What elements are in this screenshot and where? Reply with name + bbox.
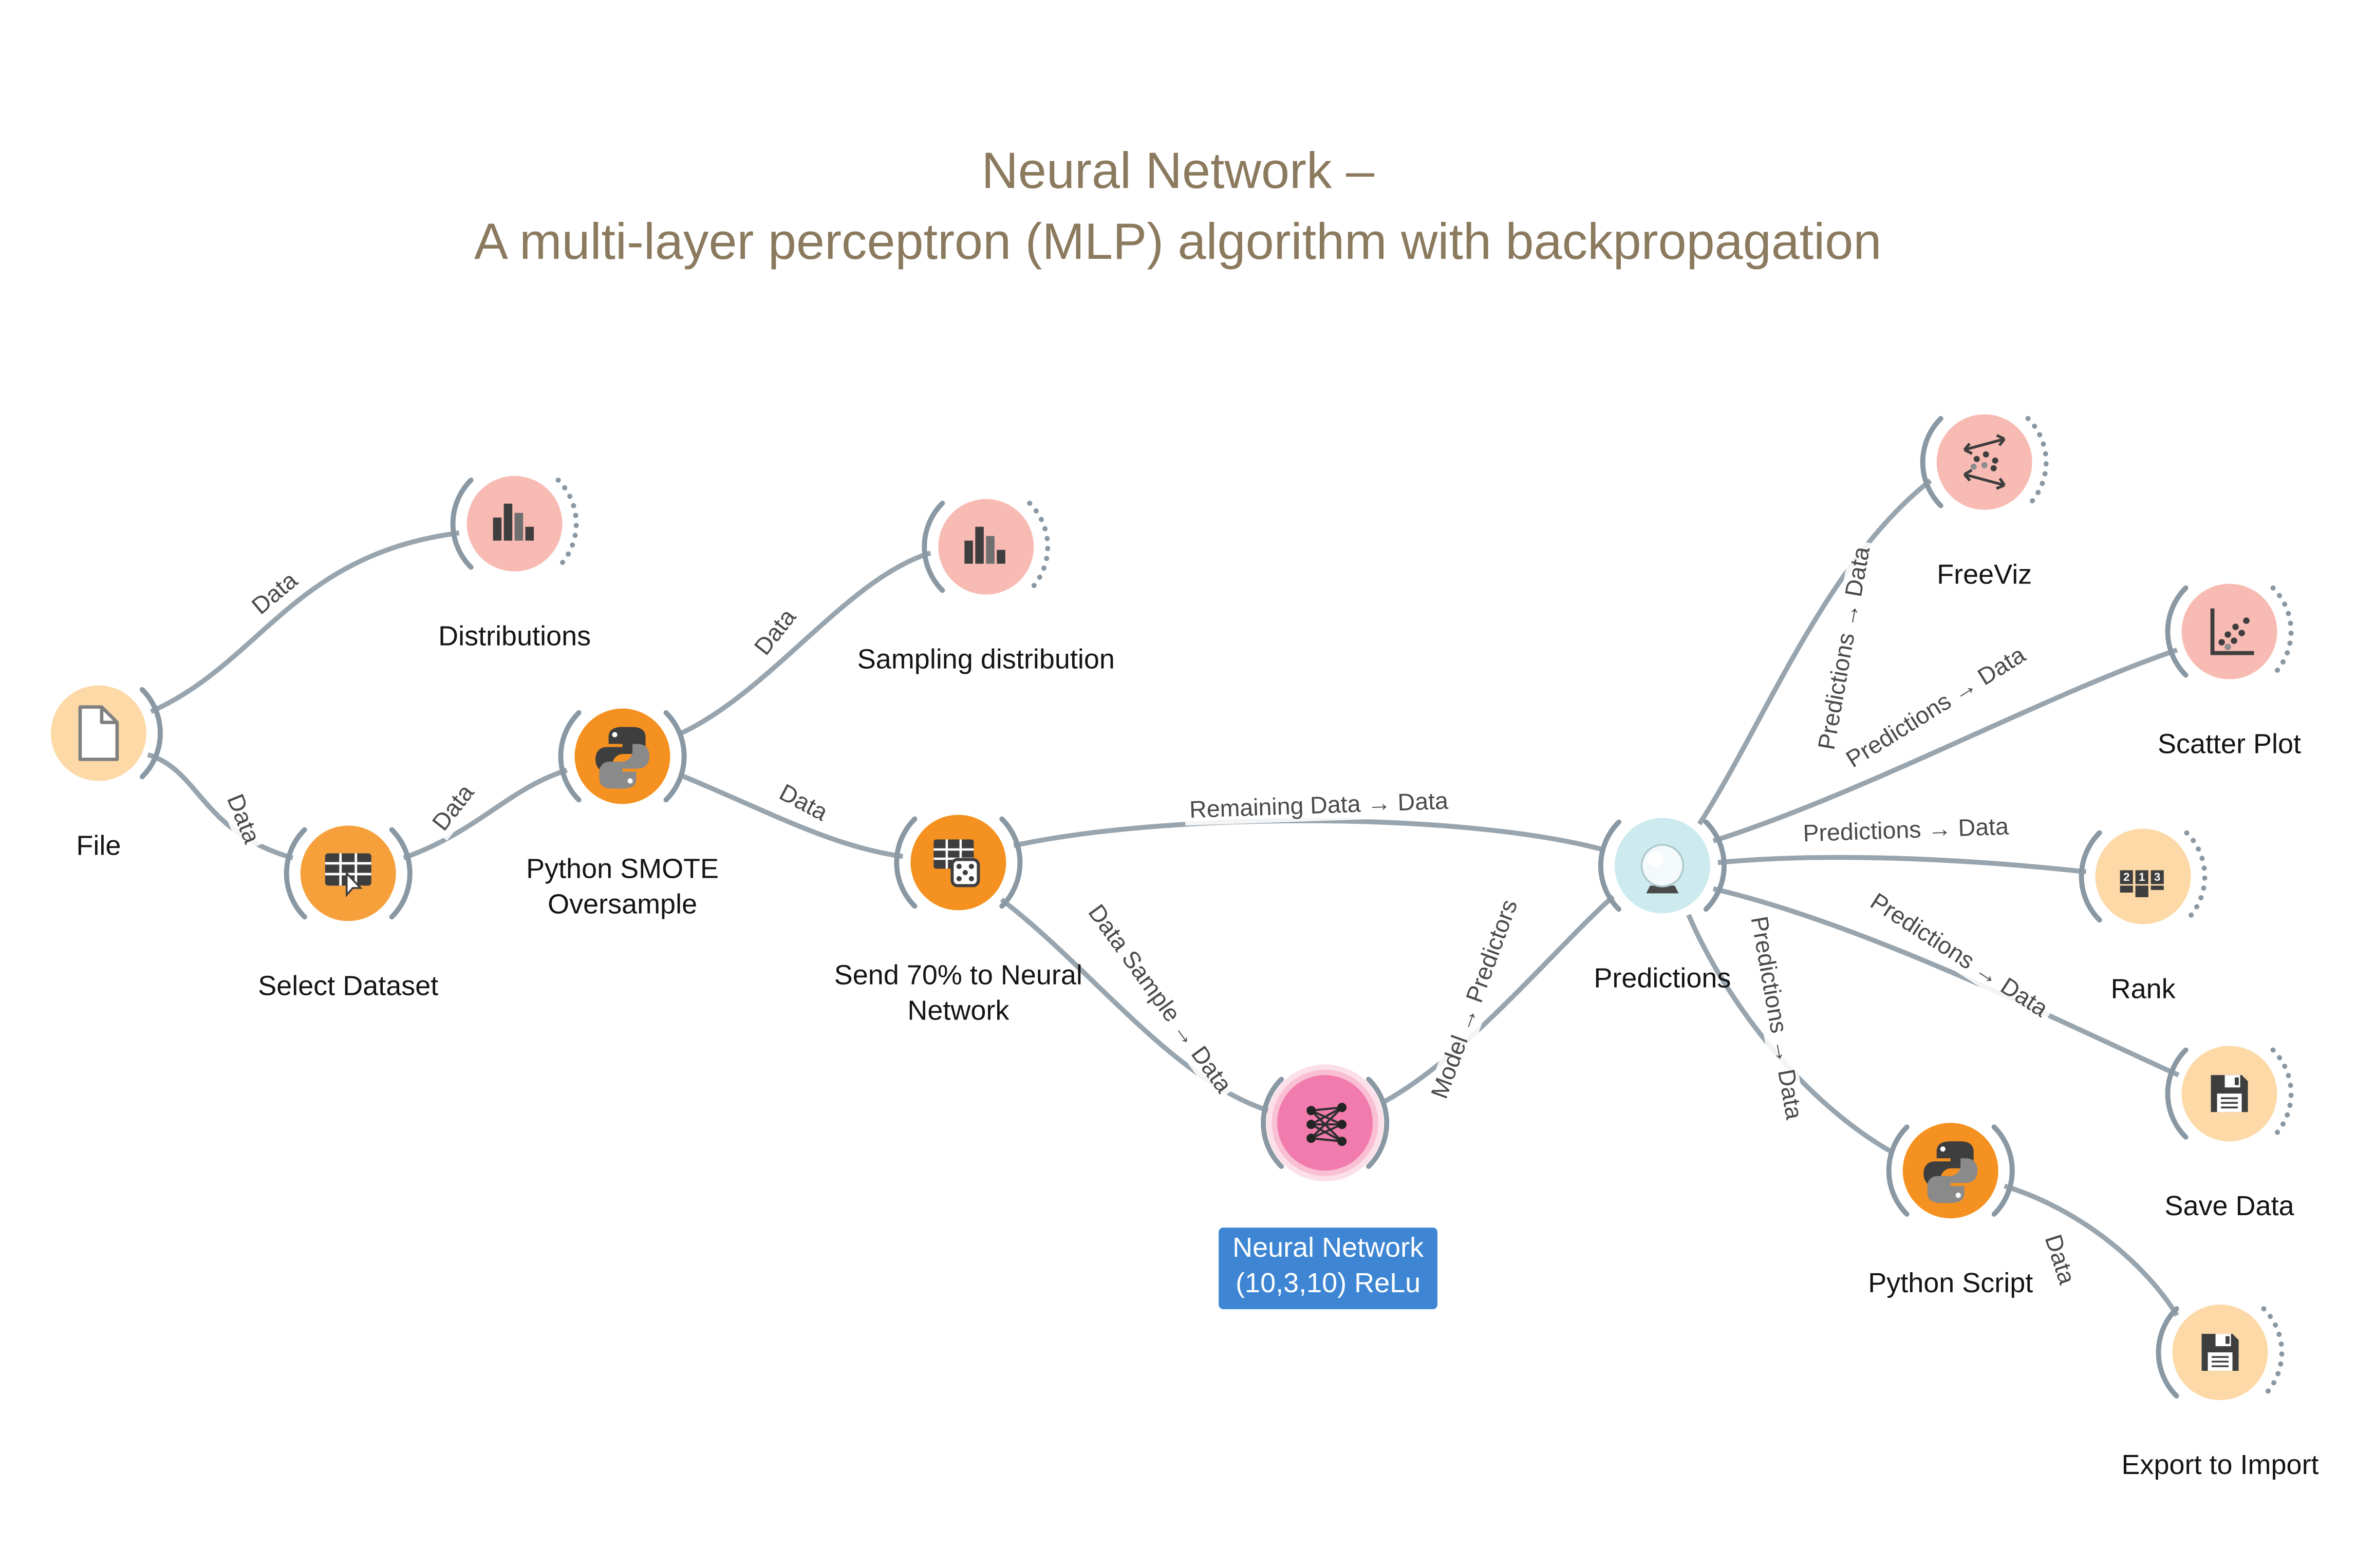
node-label-predictions: Predictions — [1594, 962, 1731, 994]
svg-text:3: 3 — [2154, 871, 2161, 883]
output-port[interactable] — [555, 477, 579, 570]
input-port[interactable] — [1261, 1076, 1284, 1169]
edge-predictions-to-rank[interactable] — [1717, 855, 2087, 875]
node-label-python-smote: Python SMOTE Oversample — [526, 853, 719, 920]
node-python-smote-oversample[interactable] — [553, 687, 692, 826]
floppy-icon — [2201, 1334, 2239, 1371]
output-port[interactable] — [1366, 1076, 1390, 1169]
node-label-neural-network-selected: Neural Network (10,3,10) ReLu — [1219, 1227, 1438, 1309]
input-port[interactable] — [2079, 830, 2102, 923]
crystal-ball-icon — [1640, 844, 1685, 894]
node-rank[interactable]: 2 1 3 — [2074, 807, 2213, 946]
node-scatter-plot[interactable] — [2160, 562, 2299, 701]
node-circle — [2181, 583, 2277, 679]
input-port[interactable] — [1886, 1124, 1910, 1217]
edge-python-script-to-export[interactable] — [2004, 1183, 2179, 1317]
input-port[interactable] — [450, 477, 474, 570]
node-python-script[interactable] — [1881, 1101, 2020, 1240]
output-port[interactable] — [663, 710, 687, 803]
output-port[interactable] — [2184, 830, 2208, 923]
svg-text:2: 2 — [2123, 871, 2130, 883]
node-circle — [574, 708, 670, 804]
node-neural-network[interactable] — [1256, 1053, 1394, 1192]
output-port[interactable] — [999, 816, 1023, 909]
rank-icon: 2 1 3 — [2120, 870, 2164, 897]
edge-predictions-to-freeviz[interactable] — [1697, 478, 1932, 826]
node-label-sampling-distribution: Sampling distribution — [857, 644, 1115, 675]
output-port[interactable] — [1991, 1124, 2015, 1217]
edge-file-to-select-dataset[interactable] — [147, 752, 294, 861]
input-port[interactable] — [2165, 1047, 2189, 1140]
input-port[interactable] — [1920, 415, 1943, 508]
edge-select-dataset-to-python-smote[interactable] — [403, 767, 568, 860]
input-port[interactable] — [922, 500, 945, 593]
workflow-title: Neural Network – A multi-layer perceptro… — [474, 141, 1882, 270]
output-port[interactable] — [2270, 585, 2294, 678]
output-port[interactable] — [389, 827, 413, 920]
edge-predictions-to-save-data[interactable] — [1712, 886, 2180, 1078]
output-port[interactable] — [1027, 500, 1051, 593]
output-port[interactable] — [2270, 1047, 2294, 1140]
neural-network-icon — [1306, 1103, 1347, 1146]
python-icon — [595, 727, 650, 789]
output-port[interactable] — [1703, 819, 1727, 912]
input-port[interactable] — [558, 710, 582, 803]
node-label-export-to-import: Export to Import — [2121, 1449, 2319, 1481]
input-port[interactable] — [2165, 585, 2189, 678]
edge-python-smote-to-send-70[interactable] — [678, 772, 904, 859]
input-port[interactable] — [1598, 819, 1621, 912]
freeviz-icon — [1963, 434, 2006, 490]
node-label-save-data: Save Data — [2164, 1191, 2294, 1222]
output-port[interactable] — [139, 687, 163, 780]
node-sampling-distribution[interactable] — [917, 478, 1055, 616]
table-dice-icon — [933, 839, 980, 887]
bar-chart-icon — [964, 526, 1005, 564]
input-port[interactable] — [894, 816, 918, 909]
scatter-plot-icon — [2210, 608, 2254, 655]
edge-predictions-to-scatter-plot[interactable] — [1712, 648, 2178, 844]
node-label-distributions: Distributions — [438, 620, 591, 652]
output-port[interactable] — [2025, 415, 2049, 508]
node-file[interactable] — [29, 664, 168, 803]
node-predictions[interactable] — [1593, 796, 1732, 935]
edge-neural-network-to-predictions[interactable] — [1380, 894, 1615, 1105]
node-freeviz[interactable] — [1915, 393, 2054, 532]
file-icon — [78, 705, 119, 761]
edge-file-to-distributions[interactable] — [149, 530, 460, 714]
node-label-rank: Rank — [2110, 973, 2176, 1005]
node-save-data[interactable] — [2160, 1024, 2299, 1163]
output-port[interactable] — [2261, 1306, 2285, 1399]
input-port[interactable] — [2156, 1306, 2179, 1399]
floppy-icon — [2211, 1075, 2248, 1112]
node-label-scatter-plot: Scatter Plot — [2158, 728, 2302, 760]
node-select-dataset[interactable] — [279, 804, 418, 942]
bar-chart-icon — [493, 503, 534, 541]
svg-text:1: 1 — [2139, 871, 2145, 883]
table-select-icon — [325, 853, 371, 898]
node-label-freeviz: FreeViz — [1937, 559, 2032, 590]
edge-python-smote-to-sampling-distribution[interactable] — [677, 551, 931, 737]
node-export-to-import[interactable] — [2151, 1283, 2290, 1422]
node-circle — [1902, 1123, 1998, 1219]
node-send-70-to-neural-network[interactable] — [889, 793, 1027, 932]
node-label-file: File — [76, 830, 121, 861]
node-label-send-70: Send 70% to Neural Network — [834, 959, 1082, 1027]
python-icon — [1923, 1141, 1978, 1203]
node-label-select-dataset: Select Dataset — [258, 970, 439, 1002]
edge-send-70-to-predictions[interactable] — [1013, 818, 1606, 853]
input-port[interactable] — [284, 827, 307, 920]
node-label-python-script: Python Script — [1868, 1268, 2033, 1299]
node-distributions[interactable] — [445, 455, 584, 593]
node-circle — [1277, 1075, 1373, 1171]
